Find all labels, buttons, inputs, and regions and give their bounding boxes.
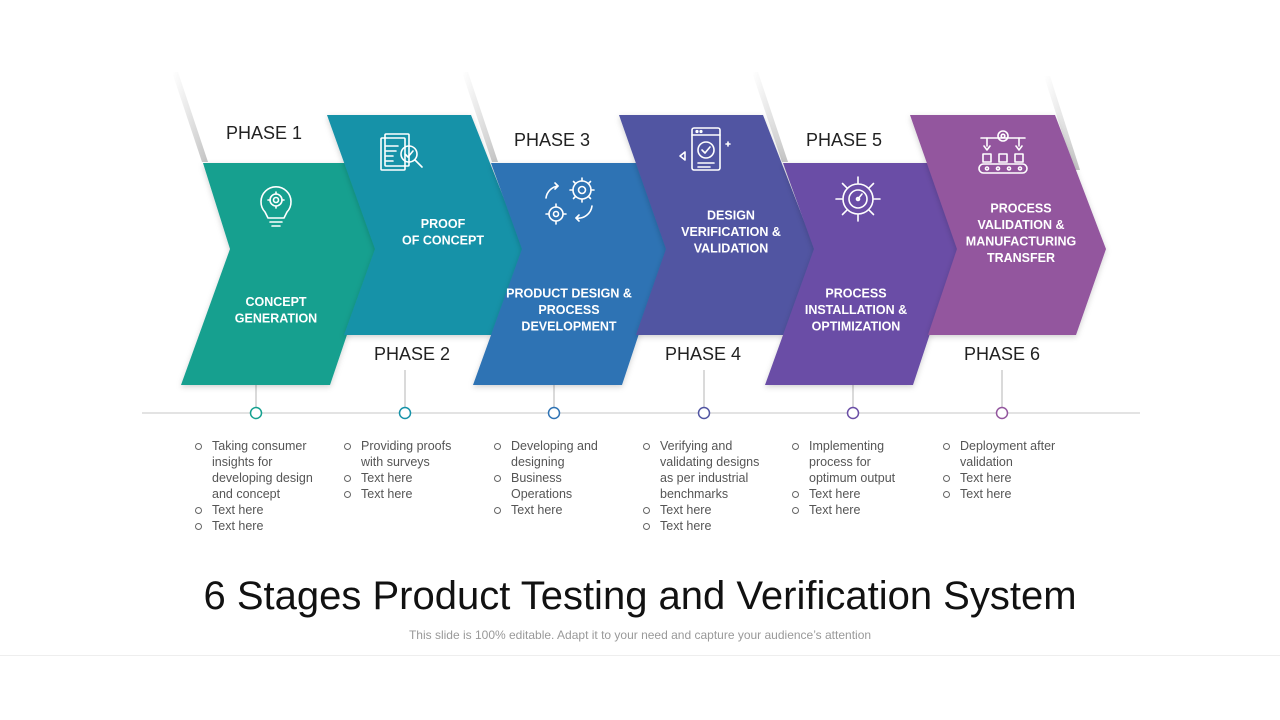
list-item: Taking consumer insights for developing … — [193, 438, 318, 502]
bullet-list-phase-1: Taking consumer insights for developing … — [193, 438, 318, 534]
list-item: Deployment after validation — [941, 438, 1066, 470]
list-item: Providing proofs with surveys — [342, 438, 467, 470]
chevron-phase-5 — [765, 163, 958, 385]
bullet-list-phase-6: Deployment after validation Text here Te… — [941, 438, 1066, 502]
list-item: Text here — [193, 518, 318, 534]
list-item: Verifying and validating designs as per … — [641, 438, 766, 502]
phase-label-5: PHASE 5 — [805, 130, 883, 150]
list-item: Developing and designing — [492, 438, 617, 470]
bullet-list-phase-2: Providing proofs with surveys Text here … — [342, 438, 467, 502]
chevron-phase-3 — [473, 163, 667, 385]
fold-decorations — [172, 72, 1080, 170]
chevrons — [181, 115, 1106, 385]
chevron-phase-1 — [181, 163, 376, 385]
phase-label-1: PHASE 1 — [225, 123, 303, 143]
chevron-phase-2 — [327, 115, 524, 335]
chevron-phase-6 — [910, 115, 1106, 335]
phase-label-3: PHASE 3 — [513, 130, 591, 150]
chevron-phase-4 — [619, 115, 815, 335]
list-item: Implementing process for optimum output — [790, 438, 915, 486]
gear-gauge-icon — [835, 176, 881, 222]
bullet-list-phase-4: Verifying and validating designs as per … — [641, 438, 766, 534]
phase-label-6: PHASE 6 — [963, 344, 1041, 364]
list-item: Text here — [790, 502, 915, 518]
document-check-icon — [380, 133, 423, 171]
list-item: Text here — [641, 502, 766, 518]
list-item: Text here — [641, 518, 766, 534]
conveyor-belt-icon — [978, 130, 1028, 174]
phase-label-2: PHASE 2 — [373, 344, 451, 364]
slide-title: 6 Stages Product Testing and Verificatio… — [203, 574, 1077, 618]
list-item: Business Operations — [492, 470, 617, 502]
list-item: Text here — [193, 502, 318, 518]
bullet-list-phase-3: Developing and designing Business Operat… — [492, 438, 617, 518]
phase-label-4: PHASE 4 — [664, 344, 742, 364]
timeline-dots — [249, 406, 1009, 420]
list-item: Text here — [342, 486, 467, 502]
list-item: Text here — [492, 502, 617, 518]
bullet-list-phase-5: Implementing process for optimum output … — [790, 438, 915, 518]
bottom-divider — [0, 655, 1280, 656]
lightbulb-gear-icon — [260, 186, 292, 227]
browser-check-icon — [679, 127, 731, 171]
timeline-connectors — [255, 370, 1003, 407]
list-item: Text here — [342, 470, 467, 486]
slide-subtitle: This slide is 100% editable. Adapt it to… — [408, 628, 872, 642]
gears-icon — [545, 177, 595, 225]
list-item: Text here — [941, 486, 1066, 502]
list-item: Text here — [941, 470, 1066, 486]
list-item: Text here — [790, 486, 915, 502]
